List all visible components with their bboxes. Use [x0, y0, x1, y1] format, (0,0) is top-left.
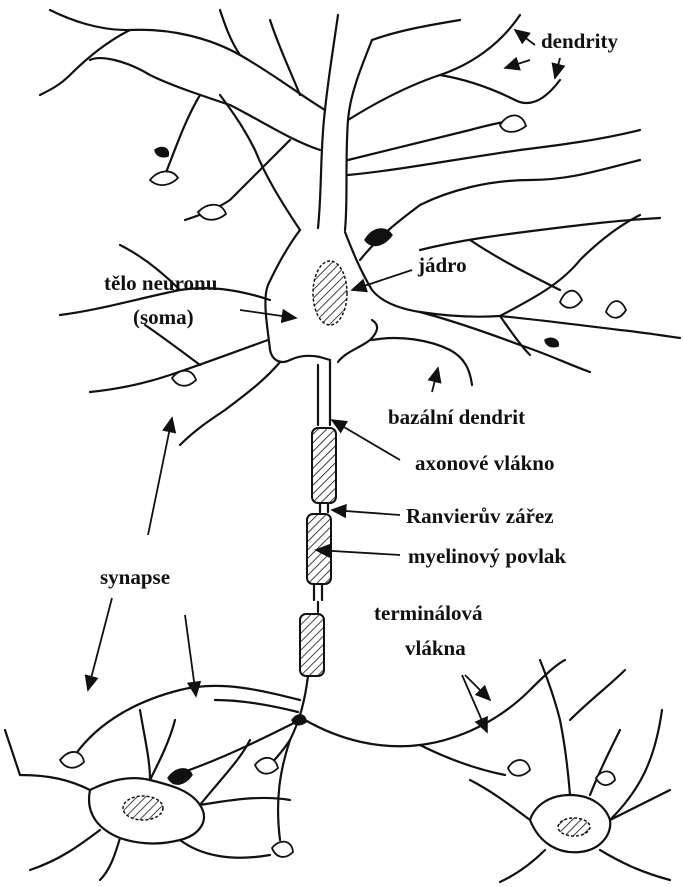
label-axonove-vlakno: axonové vlákno: [415, 451, 554, 475]
label-ranvieruv-zarez: Ranvierův zářez: [406, 504, 554, 528]
upper-boutons: [150, 115, 626, 385]
lower-right-neuron: [470, 660, 670, 882]
nucleus-shape: [313, 261, 347, 325]
labels: dendrity jádro tělo neuronu (soma) bazál…: [100, 29, 619, 660]
label-jadro: jádro: [417, 253, 467, 277]
soma: [265, 230, 500, 362]
label-soma: (soma): [133, 305, 194, 329]
label-terminalova: terminálová: [374, 601, 483, 625]
nucleus-left: [123, 796, 163, 820]
myelin-segment-1: [312, 428, 336, 503]
label-bazalni-dendrit: bazální dendrit: [388, 405, 525, 429]
label-synapse: synapse: [100, 565, 170, 589]
myelin-segment-3: [300, 614, 324, 676]
nucleus-right: [558, 818, 590, 836]
lower-left-neuron: [5, 710, 306, 880]
label-telo-neuronu: tělo neuronu: [104, 271, 218, 295]
axon: [300, 360, 336, 676]
label-vlakna: vlákna: [405, 636, 466, 660]
label-myelinovy-povlak: myelinový povlak: [408, 544, 566, 568]
myelin-segment-2: [307, 514, 331, 584]
label-dendrity: dendrity: [541, 29, 619, 53]
